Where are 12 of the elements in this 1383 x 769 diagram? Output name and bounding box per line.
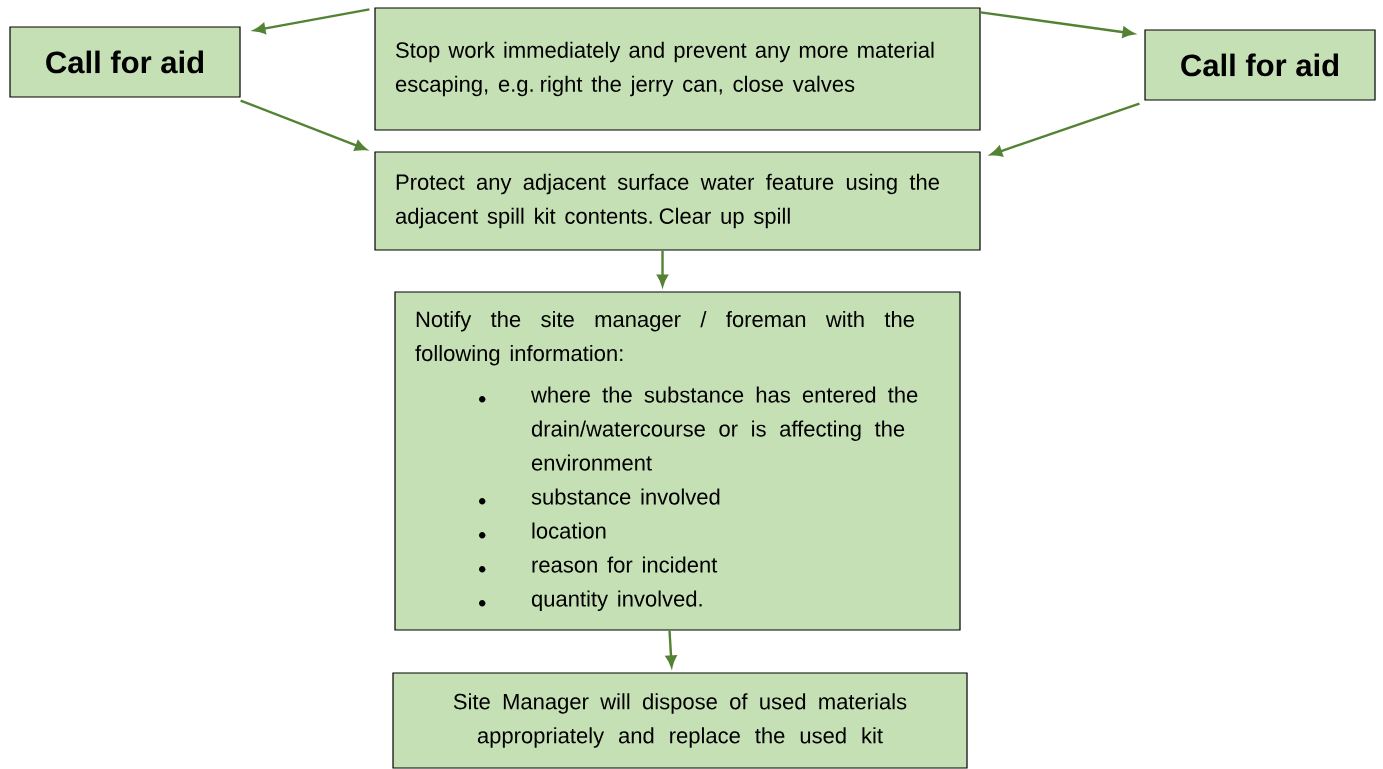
call-box: Call for aid: [1144, 29, 1376, 101]
arrow: [240, 99, 367, 151]
step-box: Notify the site manager / foreman with the following information: where the substance has entered the drain/watercourse or is affecting the environment substance involved location reason for incident quantity involved.: [394, 291, 961, 631]
call-box: Call for aid: [9, 26, 241, 98]
step-box: Stop work immediately and prevent any more material escaping, e.g. right the jerry can, close valves: [374, 7, 981, 131]
step-box: Site Manager will dispose of used materials appropriately and replace the used kit: [392, 672, 968, 769]
arrow: [990, 102, 1140, 157]
arrow: [253, 8, 370, 34]
arrow: [657, 250, 668, 287]
arrow: [665, 630, 677, 668]
step-box: Protect any adjacent surface water feature using the adjacent spill kit contents. Clear up spill: [374, 151, 981, 251]
arrow: [980, 11, 1135, 38]
